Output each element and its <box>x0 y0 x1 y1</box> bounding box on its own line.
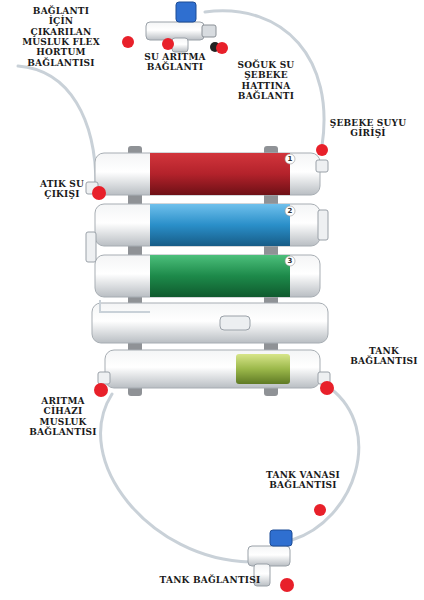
callout-dot <box>94 383 108 397</box>
callout-dot <box>216 42 228 54</box>
flow-valve <box>220 316 250 330</box>
membrane-body <box>92 303 328 343</box>
hose <box>18 11 359 562</box>
filter-label <box>150 255 290 297</box>
adapter-body <box>146 22 204 40</box>
elbow <box>318 210 328 240</box>
elbow <box>86 232 96 262</box>
filter-cartridge <box>95 153 320 195</box>
filter-cartridge <box>105 350 320 388</box>
valve-handle <box>176 2 196 22</box>
callout-dot <box>320 381 334 395</box>
filter-cartridge <box>95 204 320 246</box>
callout-dot <box>162 38 174 50</box>
filter-housing <box>105 350 320 388</box>
filter-housing <box>95 153 320 195</box>
callout-dot <box>92 186 106 200</box>
filter-housing <box>95 255 320 297</box>
membrane-housing <box>92 300 328 343</box>
filter-label <box>150 204 290 246</box>
inlet-hose <box>205 11 324 146</box>
callout-number: 1 <box>285 154 295 164</box>
callout-dot <box>122 36 134 48</box>
filter-cartridge <box>95 255 320 297</box>
waste-hose <box>18 66 96 186</box>
callout-dot <box>316 144 328 156</box>
adapter-stem <box>172 38 188 52</box>
part-label: SU ARITMA BAĞLANTI <box>140 52 210 73</box>
part-label: ŞEBEKE SUYU GİRİŞİ <box>326 118 410 139</box>
tube <box>100 300 150 312</box>
callout-number: 3 <box>285 256 295 266</box>
callout-dots <box>92 36 334 592</box>
number-badge <box>285 206 295 216</box>
number-badge <box>285 154 295 164</box>
part-label: TANK VANASI BAĞLANTISI <box>266 470 340 491</box>
part-label: ARITMA CİHAZI MUSLUK BAĞLANTISI <box>22 396 104 437</box>
filter-label <box>236 354 290 384</box>
callout-dot <box>280 578 294 592</box>
tank-hose <box>292 388 359 540</box>
number-badge <box>285 256 295 266</box>
fitting <box>86 160 330 384</box>
filter-housing <box>95 204 320 246</box>
valve-body <box>248 546 290 566</box>
faucet-adapter <box>146 2 220 52</box>
valve-handle <box>270 530 292 546</box>
elbow <box>316 160 328 172</box>
part-label: TANK BAĞLANTISI <box>140 575 280 585</box>
adapter-fitting <box>202 25 216 37</box>
part-label: TANK BAĞLANTISI <box>348 346 420 367</box>
filter-label <box>150 153 290 195</box>
part-label: BAĞLANTI İÇİN ÇIKARILAN MUSLUK FLEX HORT… <box>22 6 100 68</box>
callout-number: 2 <box>285 206 295 216</box>
callout-dot <box>314 504 326 516</box>
faucet-hose <box>101 394 250 562</box>
part-label: ATIK SU ÇIKIŞI <box>30 179 94 200</box>
elbow <box>98 372 110 384</box>
part-label: SOĞUK SU ŞEBEKE HATTINA BAĞLANTI <box>226 60 306 101</box>
